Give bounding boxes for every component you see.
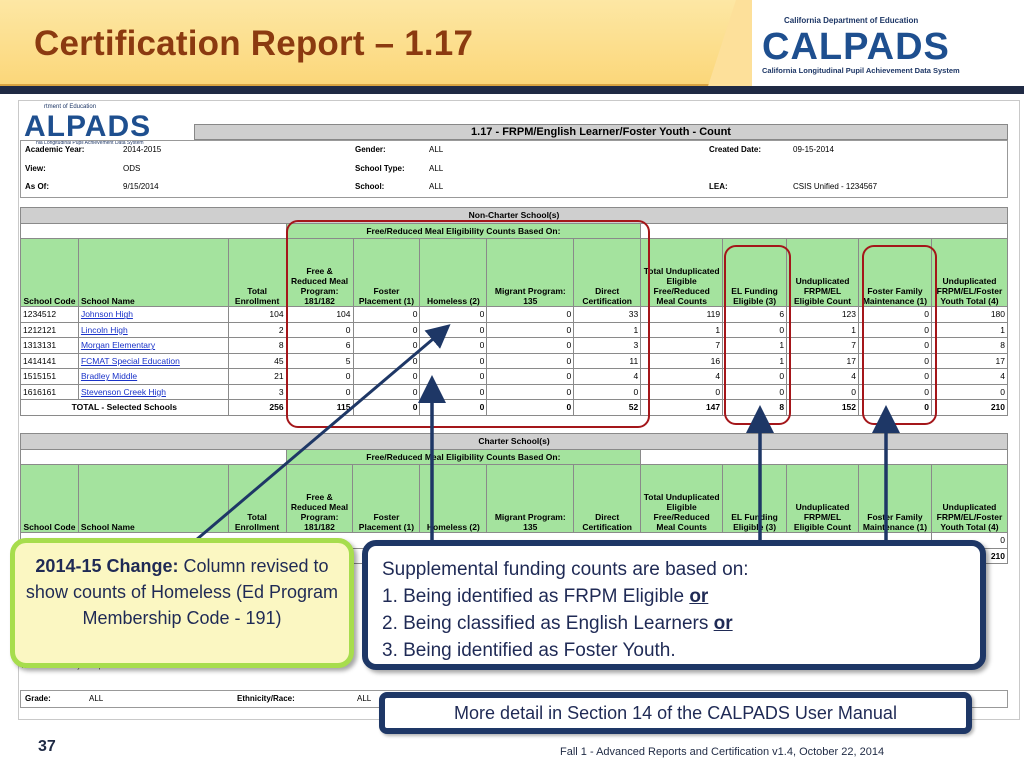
column-header: Total Unduplicated Eligible Free/Reduced… xyxy=(640,464,724,533)
total-cell: 147 xyxy=(640,399,724,416)
total-cell: 256 xyxy=(227,399,287,416)
column-header: Foster Family Maintenance (1) xyxy=(857,464,932,533)
table-cell: 1616161 xyxy=(20,383,79,400)
column-header: Foster Placement (1) xyxy=(352,464,421,533)
table-cell: 119 xyxy=(640,306,724,323)
column-header: Unduplicated FRPM/EL/Foster Youth Total … xyxy=(930,238,1009,307)
section-title: Non-Charter School(s) xyxy=(20,207,1008,224)
foster-highlight-box xyxy=(862,245,937,425)
table-cell: 1 xyxy=(930,321,1009,338)
supplemental-funding-callout: Supplemental funding counts are based on… xyxy=(362,540,986,670)
column-header: Total Enrollment xyxy=(227,464,287,533)
page-number: 37 xyxy=(38,738,56,755)
table-cell: 0 xyxy=(640,383,724,400)
table-cell: 1212121 xyxy=(20,321,79,338)
table-cell: 7 xyxy=(786,337,859,354)
user-manual-callout: More detail in Section 14 of the CALPADS… xyxy=(379,692,972,734)
school-name-link[interactable]: FCMAT Special Education xyxy=(77,352,229,369)
column-header: EL Funding Eligible (3) xyxy=(722,464,788,533)
table-cell: 180 xyxy=(930,306,1009,323)
table-cell: 1515151 xyxy=(20,368,79,385)
column-header: Migrant Program: 135 xyxy=(486,238,575,307)
total-cell: 152 xyxy=(786,399,859,416)
column-header: Total Enrollment xyxy=(227,238,287,307)
report-logo: rtment of Education ALPADS nia Longitudi… xyxy=(24,104,152,146)
column-header: Foster Placement (1) xyxy=(352,238,421,307)
column-header: School Name xyxy=(77,238,229,307)
column-header: Migrant Program: 135 xyxy=(486,464,575,533)
table-cell: 21 xyxy=(227,368,287,385)
table-cell: 1 xyxy=(640,321,724,338)
logo-area xyxy=(752,0,1024,86)
table-cell: 104 xyxy=(227,306,287,323)
cde-logo-text: California Department of Education xyxy=(784,16,919,25)
column-header: Homeless (2) xyxy=(419,238,488,307)
table-cell: 16 xyxy=(640,352,724,369)
table-cell: 8 xyxy=(930,337,1009,354)
table-cell: 45 xyxy=(227,352,287,369)
table-cell: 17 xyxy=(786,352,859,369)
total-cell: 210 xyxy=(930,399,1009,416)
report-title: 1.17 - FRPM/English Learner/Foster Youth… xyxy=(194,124,1008,140)
column-header: Direct Certification xyxy=(573,464,642,533)
table-cell: 4 xyxy=(930,368,1009,385)
group-header: Free/Reduced Meal Eligibility Counts Bas… xyxy=(285,448,642,465)
header-rule xyxy=(0,86,1024,94)
column-header: Total Unduplicated Eligible Free/Reduced… xyxy=(640,238,724,307)
title-band xyxy=(0,0,796,86)
frpm-highlight-box xyxy=(286,220,650,428)
total-cell: 0 xyxy=(486,399,575,416)
homeless-change-callout: 2014-15 Change: Column revised to show c… xyxy=(10,538,354,668)
column-header: Unduplicated FRPM/EL Eligible Count xyxy=(786,464,859,533)
school-name-link[interactable]: Lincoln High xyxy=(77,321,229,338)
column-header: Direct Certification xyxy=(573,238,642,307)
table-cell: 17 xyxy=(930,352,1009,369)
footer-text: Fall 1 - Advanced Reports and Certificat… xyxy=(560,746,885,758)
table-cell: 3 xyxy=(227,383,287,400)
column-header: School Code xyxy=(20,238,79,307)
table-cell: 123 xyxy=(786,306,859,323)
school-name-link[interactable]: Johnson High xyxy=(77,306,229,323)
table-cell: 4 xyxy=(786,368,859,385)
total-cell: 52 xyxy=(573,399,642,416)
table-cell: 0 xyxy=(786,383,859,400)
table-cell: 8 xyxy=(227,337,287,354)
column-header: Free & Reduced Meal Program: 181/182 xyxy=(285,464,354,533)
table-cell: 1234512 xyxy=(20,306,79,323)
column-header: Unduplicated FRPM/EL/Foster Youth Total … xyxy=(930,464,1009,533)
school-name-link[interactable]: Morgan Elementary xyxy=(77,337,229,354)
calpads-logo: CALPADS xyxy=(762,26,950,68)
calpads-logo-subtitle: California Longitudinal Pupil Achievemen… xyxy=(762,66,960,75)
column-header: Homeless (2) xyxy=(419,464,488,533)
column-header: School Code xyxy=(20,464,79,533)
column-header: Free & Reduced Meal Program: 181/182 xyxy=(285,238,354,307)
table-cell: 1313131 xyxy=(20,337,79,354)
column-header: School Name xyxy=(77,464,229,533)
table-cell: 7 xyxy=(640,337,724,354)
el-highlight-box xyxy=(724,245,791,425)
table-cell: 2 xyxy=(227,321,287,338)
table-cell: 0 xyxy=(930,383,1009,400)
table-cell: 1 xyxy=(786,321,859,338)
table-cell: 1414141 xyxy=(20,352,79,369)
report-parameters: Academic Year: 2014-2015 View: ODS As Of… xyxy=(20,140,1008,198)
table-cell: 4 xyxy=(640,368,724,385)
school-name-link[interactable]: Stevenson Creek High xyxy=(77,383,229,400)
section-title: Charter School(s) xyxy=(20,433,1008,450)
slide-title: Certification Report – 1.17 xyxy=(34,24,474,63)
group-header: Free/Reduced Meal Eligibility Counts Bas… xyxy=(285,222,642,239)
column-header: Unduplicated FRPM/EL Eligible Count xyxy=(786,238,859,307)
total-label: TOTAL - Selected Schools xyxy=(20,399,229,416)
school-name-link[interactable]: Bradley Middle xyxy=(77,368,229,385)
